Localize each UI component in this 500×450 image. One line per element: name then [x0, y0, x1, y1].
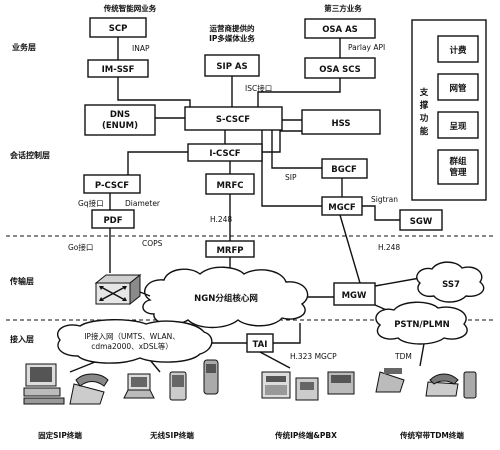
node-hss: HSS: [301, 109, 381, 135]
interface-go: Go接口: [68, 242, 93, 252]
node-dns-enum: DNS(ENUM): [84, 104, 156, 136]
svg-text:OSA AS: OSA AS: [322, 25, 358, 35]
support-item-presence: [437, 111, 479, 139]
svg-text:PDF: PDF: [103, 216, 122, 226]
interface-tdm: TDM: [394, 352, 412, 361]
cordless-phone-icon: [463, 371, 477, 399]
cloud-pstn-plmn: PSTN/PLMN: [375, 301, 468, 345]
node-sgw: SGW: [399, 209, 443, 231]
telephone-icon: [425, 373, 459, 397]
svg-text:S-CSCF: S-CSCF: [216, 115, 250, 125]
interface-inap: INAP: [132, 44, 150, 53]
node-mgw: MGW: [333, 282, 376, 306]
node-mrfc: MRFC: [205, 173, 255, 195]
desk-phone-icon: [69, 373, 109, 405]
interface-cops: COPS: [142, 239, 163, 248]
laptop-icon: [123, 373, 155, 399]
interface-h323-mgcp: H.323 MGCP: [290, 352, 337, 361]
terminal-label-legacy-ip-pbx: 传统IP终端&PBX: [274, 430, 337, 440]
node-mrfp: MRFP: [205, 240, 255, 258]
support-item-group-management: [437, 149, 479, 185]
cloud-ngn-core: NGN分组核心网: [142, 266, 309, 329]
ip-phone-icon: [261, 371, 291, 399]
interface-h248-mrfc: H.248: [210, 215, 232, 224]
node-p-cscf: P-CSCF: [83, 174, 141, 194]
router-icon: [94, 273, 142, 306]
svg-text:计费: 计费: [449, 45, 467, 56]
svg-text:SGW: SGW: [410, 217, 433, 227]
node-pdf: PDF: [91, 209, 135, 229]
terminal-label-legacy-tdm: 传统窄带TDM终端: [399, 430, 464, 440]
node-scp: SCP: [89, 17, 147, 38]
cloud-ip-access: IP接入网（UMTS、WLAN、cdma2000、xDSL等）: [57, 319, 213, 364]
svg-text:NGN分组核心网: NGN分组核心网: [194, 293, 258, 304]
svg-text:MRFC: MRFC: [216, 181, 243, 191]
svg-text:P-CSCF: P-CSCF: [95, 181, 129, 191]
desktop-computer-icon: [23, 363, 65, 405]
node-bgcf: BGCF: [321, 158, 368, 179]
svg-text:网管: 网管: [449, 83, 467, 94]
layer-label-session: 会话控制层: [10, 150, 50, 160]
fax-icon: [327, 371, 355, 395]
label-smart-net-services: 传统智能网业务: [103, 3, 157, 13]
node-i-cscf: I-CSCF: [187, 143, 263, 162]
label-third-party-services: 第三方业务: [324, 3, 362, 13]
layer-label-transport: 传输层: [9, 276, 34, 286]
svg-text:DNS(ENUM): DNS(ENUM): [102, 110, 138, 131]
svg-text:HSS: HSS: [332, 119, 351, 129]
cellphone-icon: [203, 359, 219, 395]
interface-sigtran: Sigtran: [371, 195, 398, 204]
support-item-network-management: [437, 73, 479, 101]
interface-parlay-api: Parlay API: [348, 43, 385, 52]
svg-text:SCP: SCP: [109, 24, 128, 34]
svg-text:MRFP: MRFP: [216, 246, 243, 256]
pbx-icon: [295, 377, 319, 401]
interface-sip: SIP: [285, 173, 297, 182]
svg-text:OSA SCS: OSA SCS: [319, 65, 361, 75]
layer-label-service: 业务层: [12, 42, 36, 52]
svg-text:BGCF: BGCF: [331, 165, 357, 175]
svg-text:MGW: MGW: [342, 291, 367, 301]
svg-text:呈现: 呈现: [449, 122, 467, 132]
svg-text:TAI: TAI: [253, 340, 268, 350]
node-mgcf: MGCF: [321, 196, 363, 216]
node-sip-as: SIP AS: [204, 54, 260, 77]
interface-gq: Gq接口: [78, 198, 104, 208]
node-osa-scs: OSA SCS: [304, 57, 376, 79]
cloud-ss7: SS7: [416, 261, 485, 303]
node-tai: TAI: [246, 333, 274, 353]
interface-isc: ISC接口: [245, 83, 272, 93]
support-functions-title: 支撑功能: [419, 87, 429, 137]
terminal-label-wireless-sip: 无线SIP终端: [149, 430, 194, 440]
svg-text:PSTN/PLMN: PSTN/PLMN: [394, 320, 450, 330]
interface-diameter: Diameter: [125, 199, 161, 208]
interface-h248-mgcf: H.248: [378, 243, 400, 252]
svg-text:SIP AS: SIP AS: [216, 62, 247, 72]
pda-icon: [169, 371, 187, 401]
svg-text:群组管理: 群组管理: [448, 156, 467, 178]
node-im-ssf: IM-SSF: [87, 59, 149, 78]
router-to-ngn-link: [139, 291, 151, 297]
layer-label-access: 接入层: [10, 334, 34, 344]
svg-text:I-CSCF: I-CSCF: [209, 149, 240, 159]
node-s-cscf: S-CSCF: [184, 106, 283, 131]
node-osa-as: OSA AS: [304, 18, 376, 39]
fax-machine-icon: [375, 368, 405, 393]
svg-text:SS7: SS7: [442, 280, 460, 290]
svg-text:IP接入网（UMTS、WLAN、cdma2000、xDSL等: IP接入网（UMTS、WLAN、cdma2000、xDSL等）: [84, 331, 180, 351]
support-functions-panel: 支撑功能 计费 网管 呈现 群组管理: [411, 19, 487, 201]
support-item-billing: [437, 35, 479, 63]
svg-text:IM-SSF: IM-SSF: [102, 65, 135, 75]
svg-text:MGCF: MGCF: [328, 203, 356, 213]
terminal-label-fixed-sip: 固定SIP终端: [38, 430, 82, 440]
